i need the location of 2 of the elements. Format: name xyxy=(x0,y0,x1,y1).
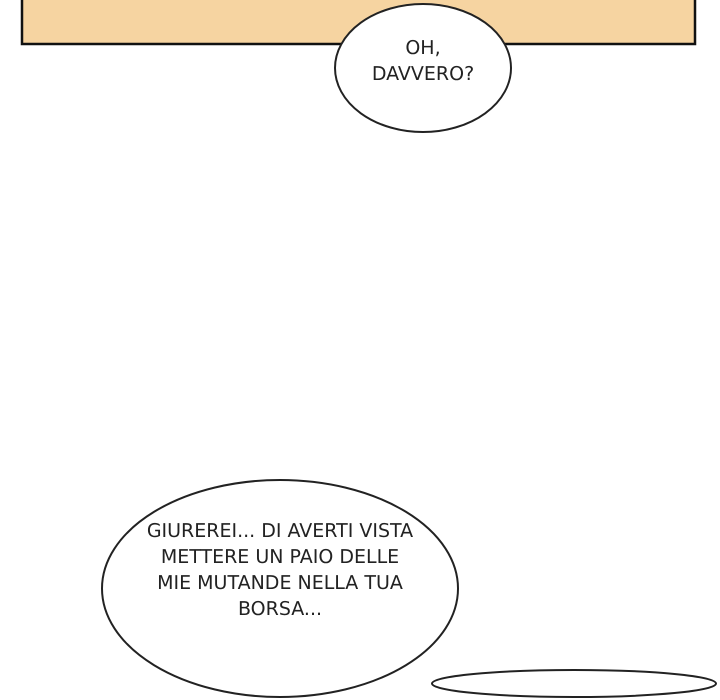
dialogue-text: GIUREREI... DI AVERTI VISTA METTERE UN PAIO DELLE MIE MUTANDE NELLA TUA BORSA... xyxy=(146,519,414,622)
dialogue-text: OH, DAVVERO? xyxy=(370,36,476,87)
